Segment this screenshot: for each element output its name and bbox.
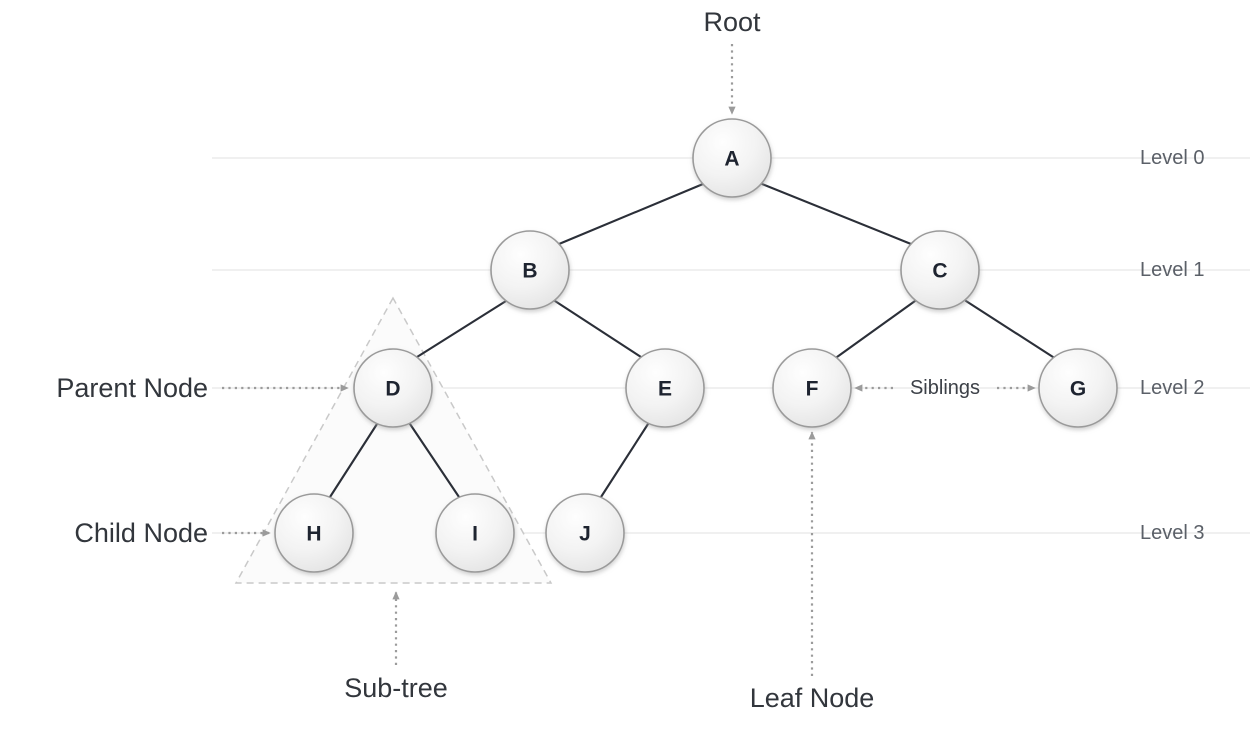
tree-edges xyxy=(328,182,1055,499)
child-node-label: Child Node xyxy=(74,518,208,548)
node-j[interactable]: J xyxy=(545,493,625,573)
node-a[interactable]: A xyxy=(692,118,772,198)
level-label-3: Level 3 xyxy=(1140,522,1205,544)
node-d-circle[interactable] xyxy=(353,348,433,428)
edge-a-c xyxy=(760,182,913,246)
node-c-circle[interactable] xyxy=(900,230,980,310)
edge-b-e xyxy=(553,299,643,359)
node-i-circle[interactable] xyxy=(435,493,515,573)
node-a-circle[interactable] xyxy=(692,118,772,198)
node-b[interactable]: B xyxy=(490,230,570,310)
node-f[interactable]: F xyxy=(772,348,852,428)
annotation-labels: Root Parent Node Child Node Sub-tree Lea… xyxy=(56,7,980,713)
leaf-node-label: Leaf Node xyxy=(750,683,875,713)
edge-d-i xyxy=(408,422,461,499)
node-i-label: I xyxy=(472,523,478,546)
node-d-label: D xyxy=(385,378,400,401)
root-label: Root xyxy=(703,7,761,37)
edge-b-d xyxy=(415,299,508,359)
level-label-2: Level 2 xyxy=(1140,377,1205,399)
node-b-label: B xyxy=(522,260,537,283)
node-e[interactable]: E xyxy=(625,348,705,428)
edge-c-f xyxy=(835,299,917,359)
node-g-label: G xyxy=(1070,378,1086,401)
node-h[interactable]: H xyxy=(274,493,354,573)
node-j-label: J xyxy=(579,523,591,546)
edge-e-j xyxy=(599,422,650,499)
node-g-circle[interactable] xyxy=(1038,348,1118,428)
node-a-label: A xyxy=(724,148,739,171)
annotation-arrows xyxy=(222,44,1036,676)
node-f-label: F xyxy=(806,378,819,401)
node-i[interactable]: I xyxy=(435,493,515,573)
node-h-circle[interactable] xyxy=(274,493,354,573)
edge-c-g xyxy=(964,299,1055,359)
tree-nodes: A B C D E F G xyxy=(274,118,1118,573)
level-label-0: Level 0 xyxy=(1140,147,1205,169)
node-d[interactable]: D xyxy=(353,348,433,428)
node-j-circle[interactable] xyxy=(545,493,625,573)
node-c-label: C xyxy=(932,260,947,283)
edge-d-h xyxy=(328,422,379,499)
node-g[interactable]: G xyxy=(1038,348,1118,428)
node-h-label: H xyxy=(306,523,321,546)
node-c[interactable]: C xyxy=(900,230,980,310)
siblings-label: Siblings xyxy=(910,377,980,399)
node-f-circle[interactable] xyxy=(772,348,852,428)
node-e-label: E xyxy=(658,378,672,401)
node-e-circle[interactable] xyxy=(625,348,705,428)
parent-node-label: Parent Node xyxy=(56,373,208,403)
edge-a-b xyxy=(557,182,705,246)
sub-tree-label: Sub-tree xyxy=(344,673,448,703)
level-labels: Level 0 Level 1 Level 2 Level 3 xyxy=(1140,147,1205,544)
node-b-circle[interactable] xyxy=(490,230,570,310)
level-label-1: Level 1 xyxy=(1140,259,1205,281)
